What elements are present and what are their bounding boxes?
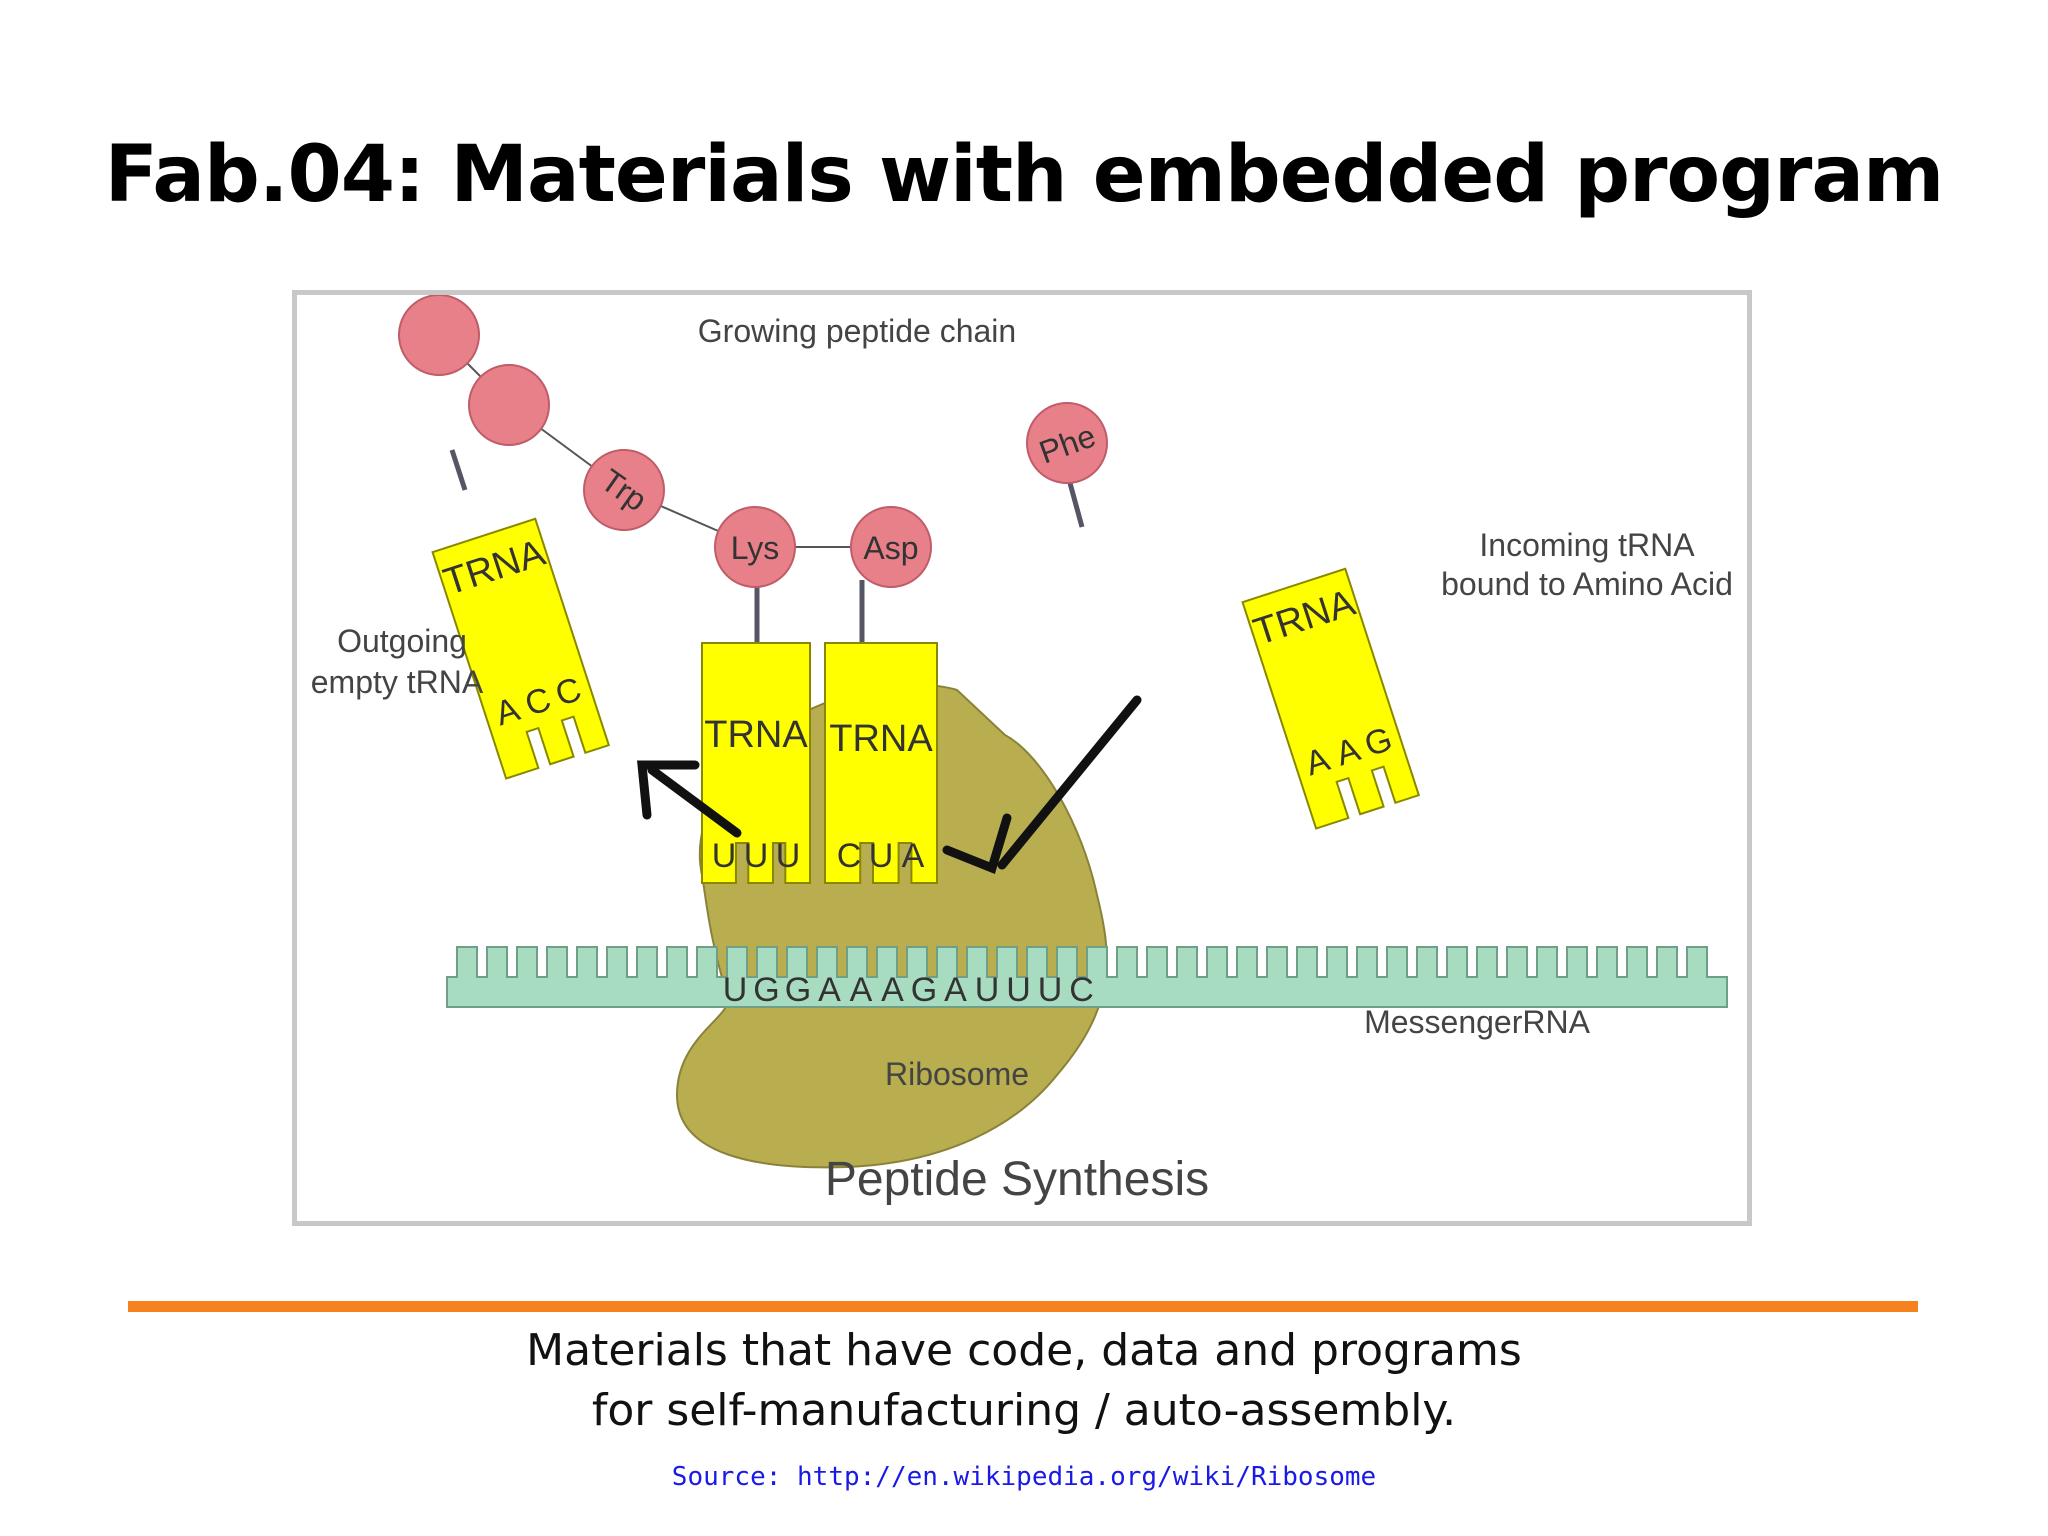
mrna-label: MessengerRNA [1364, 1004, 1591, 1040]
mrna-base: A [850, 971, 873, 1009]
trna-right-bound [824, 642, 938, 884]
outgoing-label-1: Outgoing [337, 623, 467, 659]
caption-line-2: for self-manufacturing / auto-assembly. [591, 1385, 1457, 1436]
amino-acid-circle [468, 364, 550, 446]
asp-label: Asp [863, 530, 918, 566]
mrna-base: U [975, 971, 1000, 1009]
source-link[interactable]: Source: http://en.wikipedia.org/wiki/Rib… [671, 1462, 1377, 1492]
mrna-strand [446, 946, 1728, 1008]
mrna-base: G [753, 971, 779, 1009]
arrow-incoming [942, 695, 1142, 875]
accent-rule [128, 1301, 1918, 1312]
mrna-base: G [785, 971, 811, 1009]
mrna-base: U [723, 971, 748, 1009]
mrna-base: U [1038, 971, 1063, 1009]
incoming-label-2: bound to Amino Acid [1441, 566, 1733, 602]
diagram-title: Peptide Synthesis [825, 1153, 1209, 1206]
anticodon-base: C [837, 837, 862, 875]
mrna-base: G [911, 971, 937, 1009]
amino-acid-circle [398, 295, 480, 376]
ribosome-label: Ribosome [885, 1056, 1029, 1092]
trna-incoming: TRNA AAG [1241, 567, 1421, 830]
anticodon-base: U [712, 837, 737, 875]
amino-acid-trp [583, 449, 665, 531]
amino-acid-asp [850, 506, 932, 588]
amino-acid-phe [1026, 402, 1108, 484]
incoming-label-1: Incoming tRNA [1479, 527, 1695, 563]
caption-line-1: Materials that have code, data and progr… [526, 1325, 1522, 1376]
slide-title: Fab.04: Materials with embedded program [104, 130, 1945, 220]
trna-label: TRNA [829, 718, 933, 760]
lys-label: Lys [731, 530, 780, 566]
mrna-base: U [1006, 971, 1031, 1009]
amino-acid-lys [714, 506, 796, 588]
mrna-base: A [944, 971, 967, 1009]
arrow-outgoing [637, 760, 742, 838]
anticodon-base: A [902, 837, 925, 875]
anticodon-base: U [869, 837, 894, 875]
mrna-base: A [881, 971, 904, 1009]
mrna-base: A [818, 971, 841, 1009]
growing-chain-label: Growing peptide chain [698, 313, 1016, 349]
outgoing-label-2: empty tRNA [311, 664, 484, 700]
anticodon-base: U [776, 837, 801, 875]
mrna-base: C [1069, 971, 1094, 1009]
trna-label: TRNA [704, 714, 808, 756]
trna-outgoing: TRNA ACC [431, 517, 611, 780]
anticodon-base: U [744, 837, 769, 875]
